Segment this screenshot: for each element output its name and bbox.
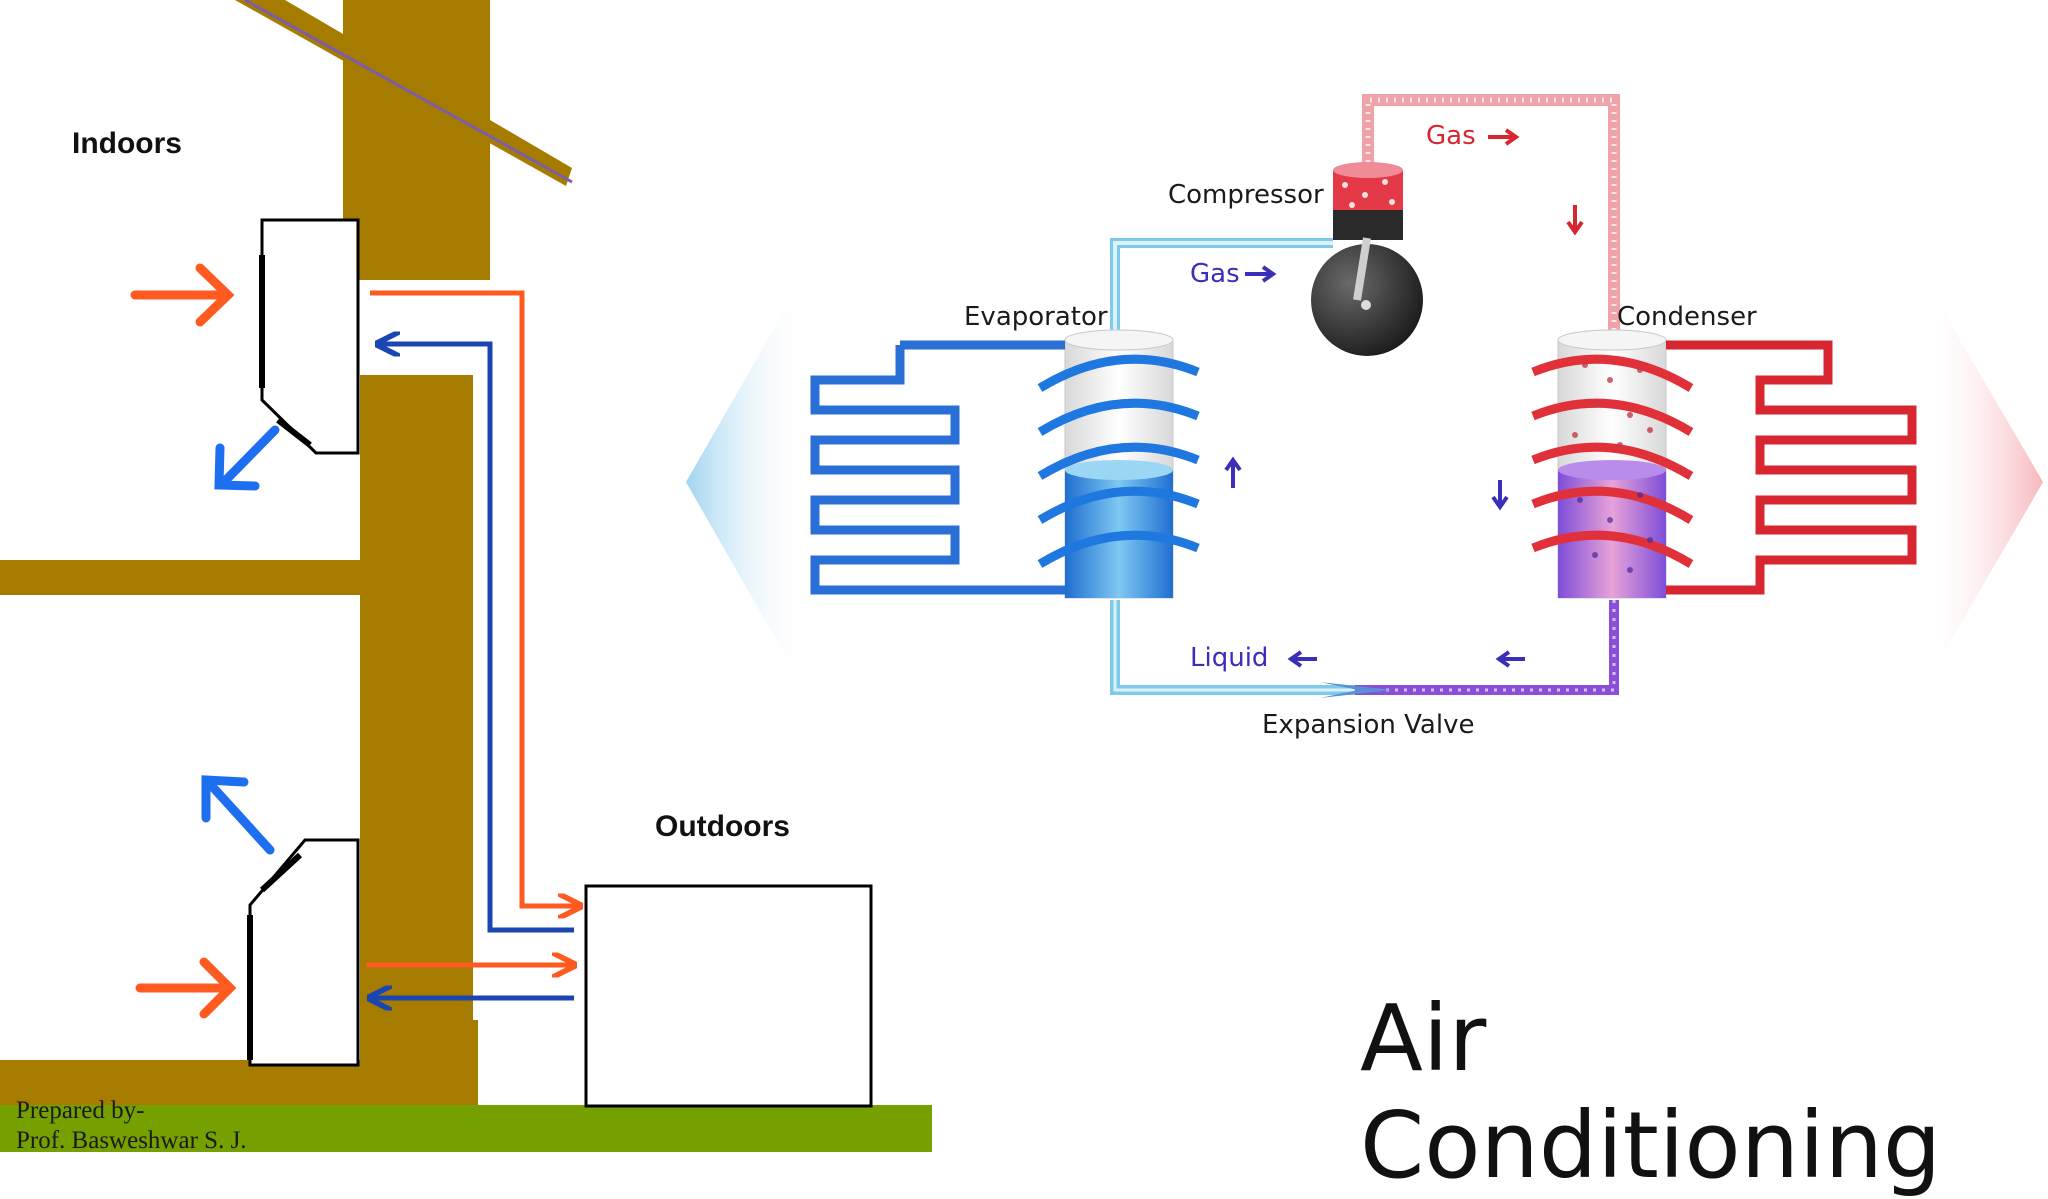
cold-air-fan <box>686 275 805 690</box>
indoor-unit-lower <box>247 838 360 1067</box>
credits-line-2: Prof. Basweshwar S. J. <box>16 1127 247 1154</box>
gas-top-label: Gas <box>1426 121 1476 151</box>
stage <box>0 0 2043 1152</box>
expansion-valve-label: Expansion Valve <box>1262 710 1475 740</box>
evaporator-label: Evaporator <box>964 302 1108 332</box>
indoor-unit-upper <box>259 218 360 455</box>
liquid-label: Liquid <box>1190 643 1269 673</box>
pipe-upper-blue <box>380 344 574 933</box>
hot-air-fan <box>1922 275 2043 690</box>
cycle-diagram <box>686 94 2043 698</box>
house-section <box>0 0 932 1152</box>
cool-air-arrow-upper <box>214 425 280 491</box>
compressor-label: Compressor <box>1168 180 1324 210</box>
warm-air-arrow-upper <box>130 263 235 327</box>
condenser-label: Condenser <box>1617 302 1757 332</box>
ground <box>0 1105 932 1152</box>
outdoors-label: Outdoors <box>655 810 790 843</box>
credits: Prepared by- Prof. Basweshwar S. J. <box>16 1096 247 1156</box>
page-title: Air Conditioning <box>1360 985 1942 1199</box>
roof-edge <box>244 0 573 184</box>
roof <box>235 0 572 186</box>
pipe-upper-orange <box>370 290 578 906</box>
evaporator <box>810 329 1200 599</box>
compressor <box>1311 162 1423 356</box>
cool-air-arrow-lower <box>201 775 275 855</box>
credits-line-1: Prepared by- <box>16 1097 145 1124</box>
warm-air-arrow-lower <box>135 957 237 1019</box>
indoors-label: Indoors <box>72 127 182 160</box>
liquid-pipe-hot <box>1355 600 1619 695</box>
condenser <box>1531 329 1917 599</box>
flow-arrows <box>1224 128 1584 668</box>
gas-left-label: Gas <box>1190 259 1240 289</box>
outdoor-unit <box>584 884 873 1108</box>
house-wall <box>0 0 490 1105</box>
expansion-valve <box>1320 682 1392 698</box>
